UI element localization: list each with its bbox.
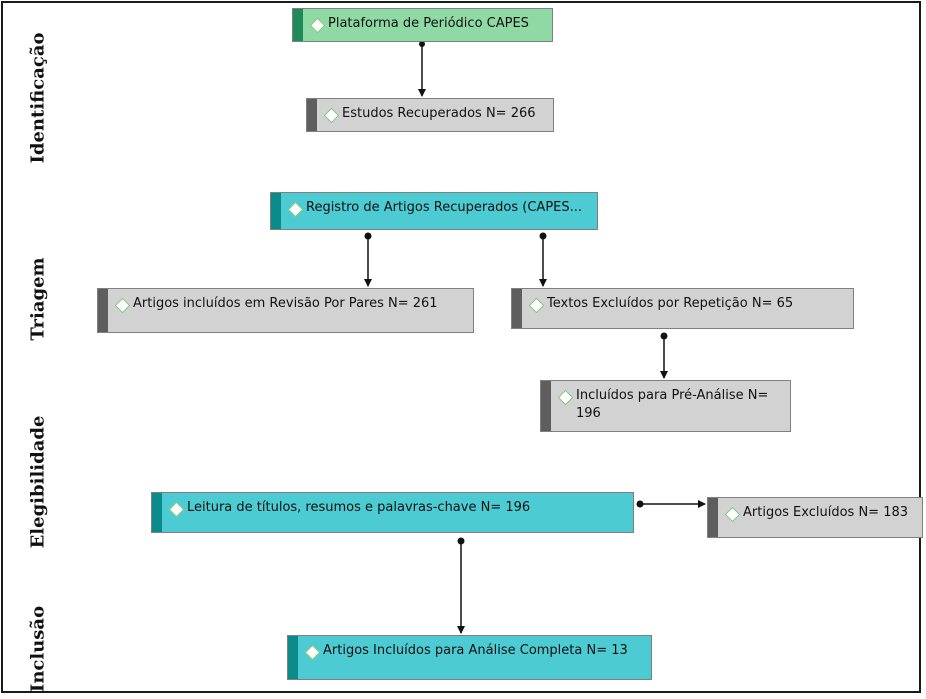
node-accent-bar — [288, 636, 298, 679]
diamond-icon — [304, 644, 321, 661]
diamond-icon — [557, 389, 574, 406]
diamond-icon — [724, 506, 741, 523]
arrow-platform-to-retrieved — [418, 41, 426, 97]
node-accent-bar — [307, 99, 317, 131]
node-accent-bar — [271, 193, 281, 229]
node-platform: Plataforma de Periódico CAPES — [292, 8, 553, 42]
diamond-icon — [528, 297, 545, 314]
arrow-excluded-to-pre-analysis — [660, 332, 668, 379]
node-accent-bar — [512, 289, 522, 328]
node-reading: Leitura de títulos, resumos e palavras-c… — [151, 492, 634, 533]
node-accent-bar — [98, 289, 108, 332]
node-registry: Registro de Artigos Recuperados (CAPES..… — [270, 192, 598, 230]
diamond-icon — [323, 107, 340, 124]
diamond-icon — [287, 201, 304, 218]
arrow-reading-to-excluded-articles — [636, 500, 706, 508]
node-excluded-articles: Artigos Excluídos N= 183 — [707, 497, 923, 538]
node-accent-bar — [708, 498, 718, 537]
diamond-icon — [309, 17, 326, 34]
node-accent-bar — [541, 381, 551, 431]
node-final-included: Artigos Incluídos para Análise Completa … — [287, 635, 652, 680]
arrow-reading-to-final-included — [457, 537, 465, 634]
arrow-registry-to-peer-review — [364, 232, 372, 287]
node-retrieved: Estudos Recuperados N= 266 — [306, 98, 554, 132]
arrow-registry-to-excluded-repetition — [539, 232, 547, 287]
node-peer-review: Artigos incluídos em Revisão Por Pares N… — [97, 288, 474, 333]
diamond-icon — [168, 501, 185, 518]
node-excluded-repetition: Textos Excluídos por Repetição N= 65 — [511, 288, 854, 329]
node-pre-analysis: Incluídos para Pré-Análise N= 196 — [540, 380, 791, 432]
diamond-icon — [114, 297, 131, 314]
node-accent-bar — [152, 493, 162, 532]
node-accent-bar — [293, 9, 303, 41]
